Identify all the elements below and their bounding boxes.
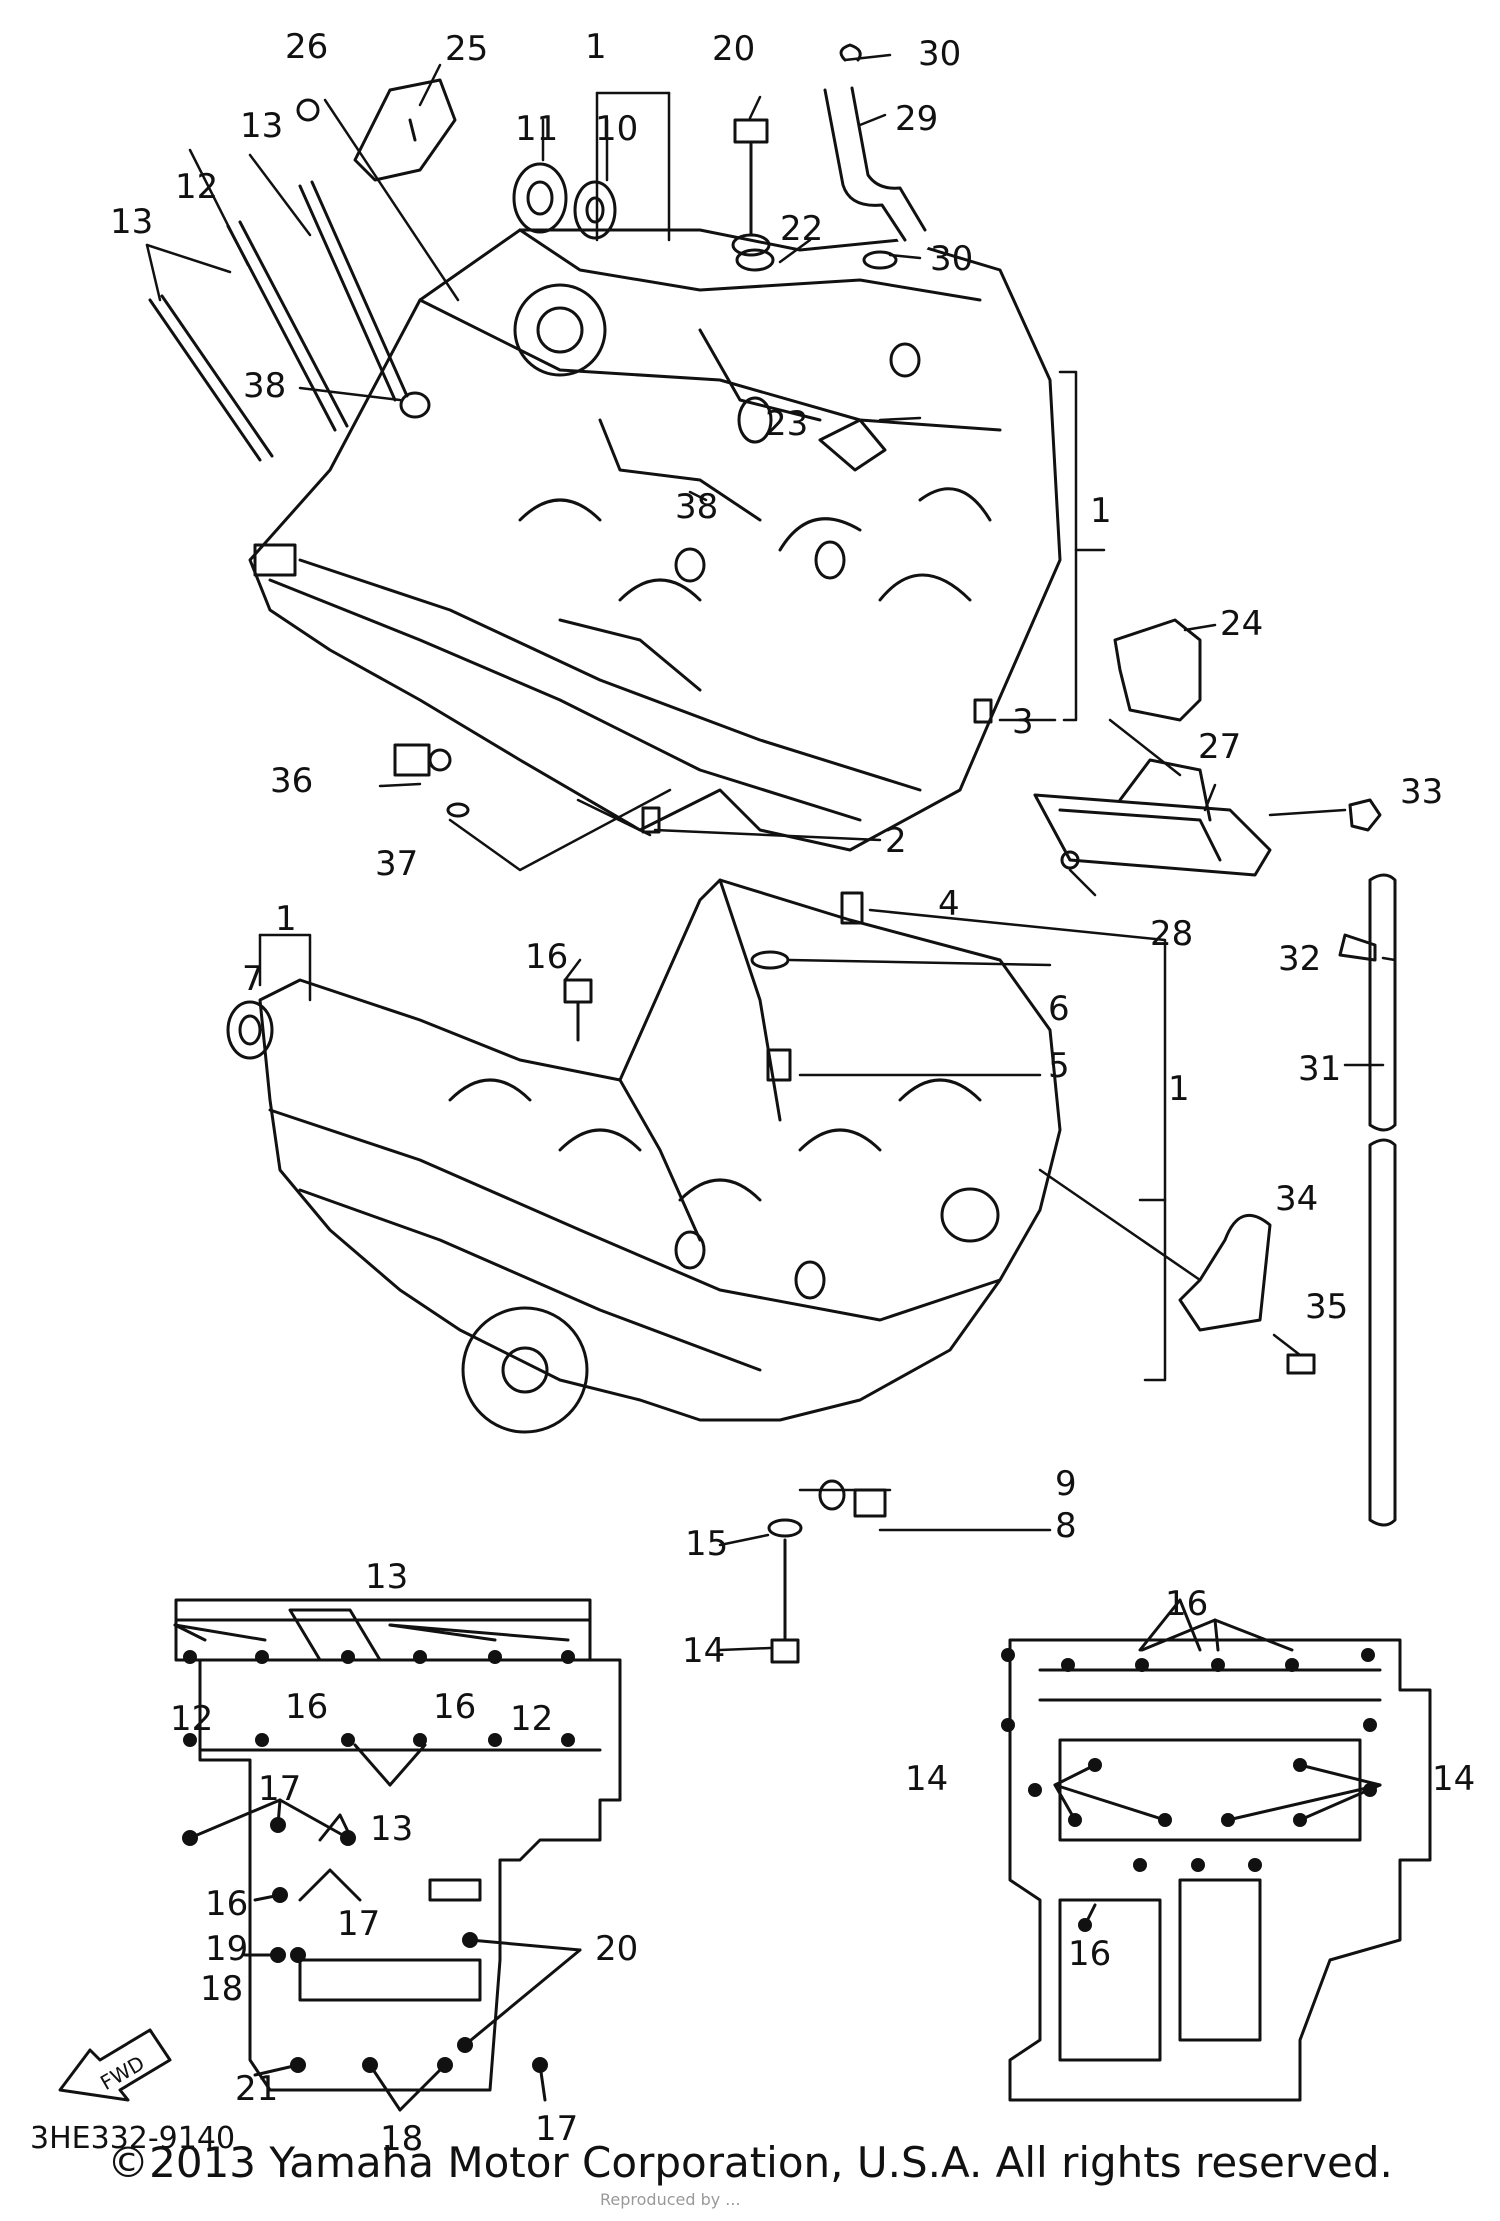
callout-label: 14 <box>682 1631 725 1671</box>
callout-label: 16 <box>205 1884 248 1924</box>
callout-label: 6 <box>1048 989 1070 1029</box>
callout-label: 30 <box>918 34 961 74</box>
callout-label: 16 <box>525 937 568 977</box>
callout-label: 18 <box>200 1969 243 2009</box>
callout-label: 13 <box>110 202 153 242</box>
callout-label: 13 <box>240 106 283 146</box>
callout-label: 17 <box>337 1904 380 1944</box>
callout-label: 1 <box>585 27 607 67</box>
callout-label: 2 <box>885 821 907 861</box>
forward-arrow-icon <box>58 2028 172 2102</box>
callout-label: 13 <box>370 1809 413 1849</box>
callout-label: 34 <box>1275 1179 1318 1219</box>
lower-crankcase <box>258 878 1062 1434</box>
callout-label: 21 <box>235 2069 278 2109</box>
callout-label: 31 <box>1298 1049 1341 1089</box>
callout-label: 5 <box>1048 1046 1070 1086</box>
callout-label: 1 <box>1090 491 1112 531</box>
callout-label: 14 <box>1432 1759 1475 1799</box>
callout-label: 14 <box>905 1759 948 1799</box>
callout-label: 32 <box>1278 939 1321 979</box>
callout-label: 7 <box>242 959 264 999</box>
callout-label: 16 <box>1068 1934 1111 1974</box>
callout-label: 4 <box>938 884 960 924</box>
callout-label: 8 <box>1055 1506 1077 1546</box>
callout-label: 25 <box>445 29 488 69</box>
callout-label: 37 <box>375 844 418 884</box>
callout-label: 11 <box>515 109 558 149</box>
callout-label: 27 <box>1198 727 1241 767</box>
callout-label: 38 <box>675 487 718 527</box>
diagram-code: 3HE332-9140 <box>30 2121 235 2156</box>
callout-labels: 1 1 1 1 2 3 4 5 6 7 8 9 10 11 12 12 12 1… <box>110 27 1475 2159</box>
callout-label: 16 <box>285 1687 328 1727</box>
callout-label: 15 <box>685 1524 728 1564</box>
callout-label: 13 <box>365 1557 408 1597</box>
callout-label: 10 <box>595 109 638 149</box>
callout-label: 22 <box>780 209 823 249</box>
callout-label: 17 <box>535 2109 578 2149</box>
faint-footer-text: Reproduced by ... <box>600 2190 741 2209</box>
callout-label: 33 <box>1400 772 1443 812</box>
callout-label: 20 <box>712 29 755 69</box>
callout-label: 1 <box>1168 1069 1190 1109</box>
copyright-notice: ©2013 Yamaha Motor Corporation, U.S.A. A… <box>107 2138 1393 2187</box>
callout-label: 18 <box>380 2119 423 2159</box>
callout-label: 29 <box>895 99 938 139</box>
callout-label: 35 <box>1305 1287 1348 1327</box>
callout-label: 3 <box>1012 702 1034 742</box>
callout-label: 12 <box>510 1699 553 1739</box>
callout-label: 19 <box>205 1929 248 1969</box>
callout-label: 16 <box>433 1687 476 1727</box>
bolt-layout-inset-right <box>1001 1598 1432 2102</box>
callout-label: 12 <box>170 1699 213 1739</box>
callout-label: 17 <box>258 1769 301 1809</box>
upper-crankcase <box>248 228 1062 852</box>
callout-label: 30 <box>930 239 973 279</box>
callout-label: 36 <box>270 761 313 801</box>
callout-label: 9 <box>1055 1464 1077 1504</box>
bolt-layout-inset-left <box>58 1598 622 2112</box>
small-parts <box>148 43 1397 1664</box>
callout-label: 28 <box>1150 914 1193 954</box>
callout-label: 23 <box>765 404 808 444</box>
callout-label: 1 <box>275 899 297 939</box>
callout-label: 12 <box>175 167 218 207</box>
callout-label: 26 <box>285 27 328 67</box>
callout-label: 16 <box>1165 1584 1208 1624</box>
callout-label: 24 <box>1220 604 1263 644</box>
callout-label: 20 <box>595 1929 638 1969</box>
callout-label: 38 <box>243 366 286 406</box>
leader-lines <box>145 53 1397 1652</box>
